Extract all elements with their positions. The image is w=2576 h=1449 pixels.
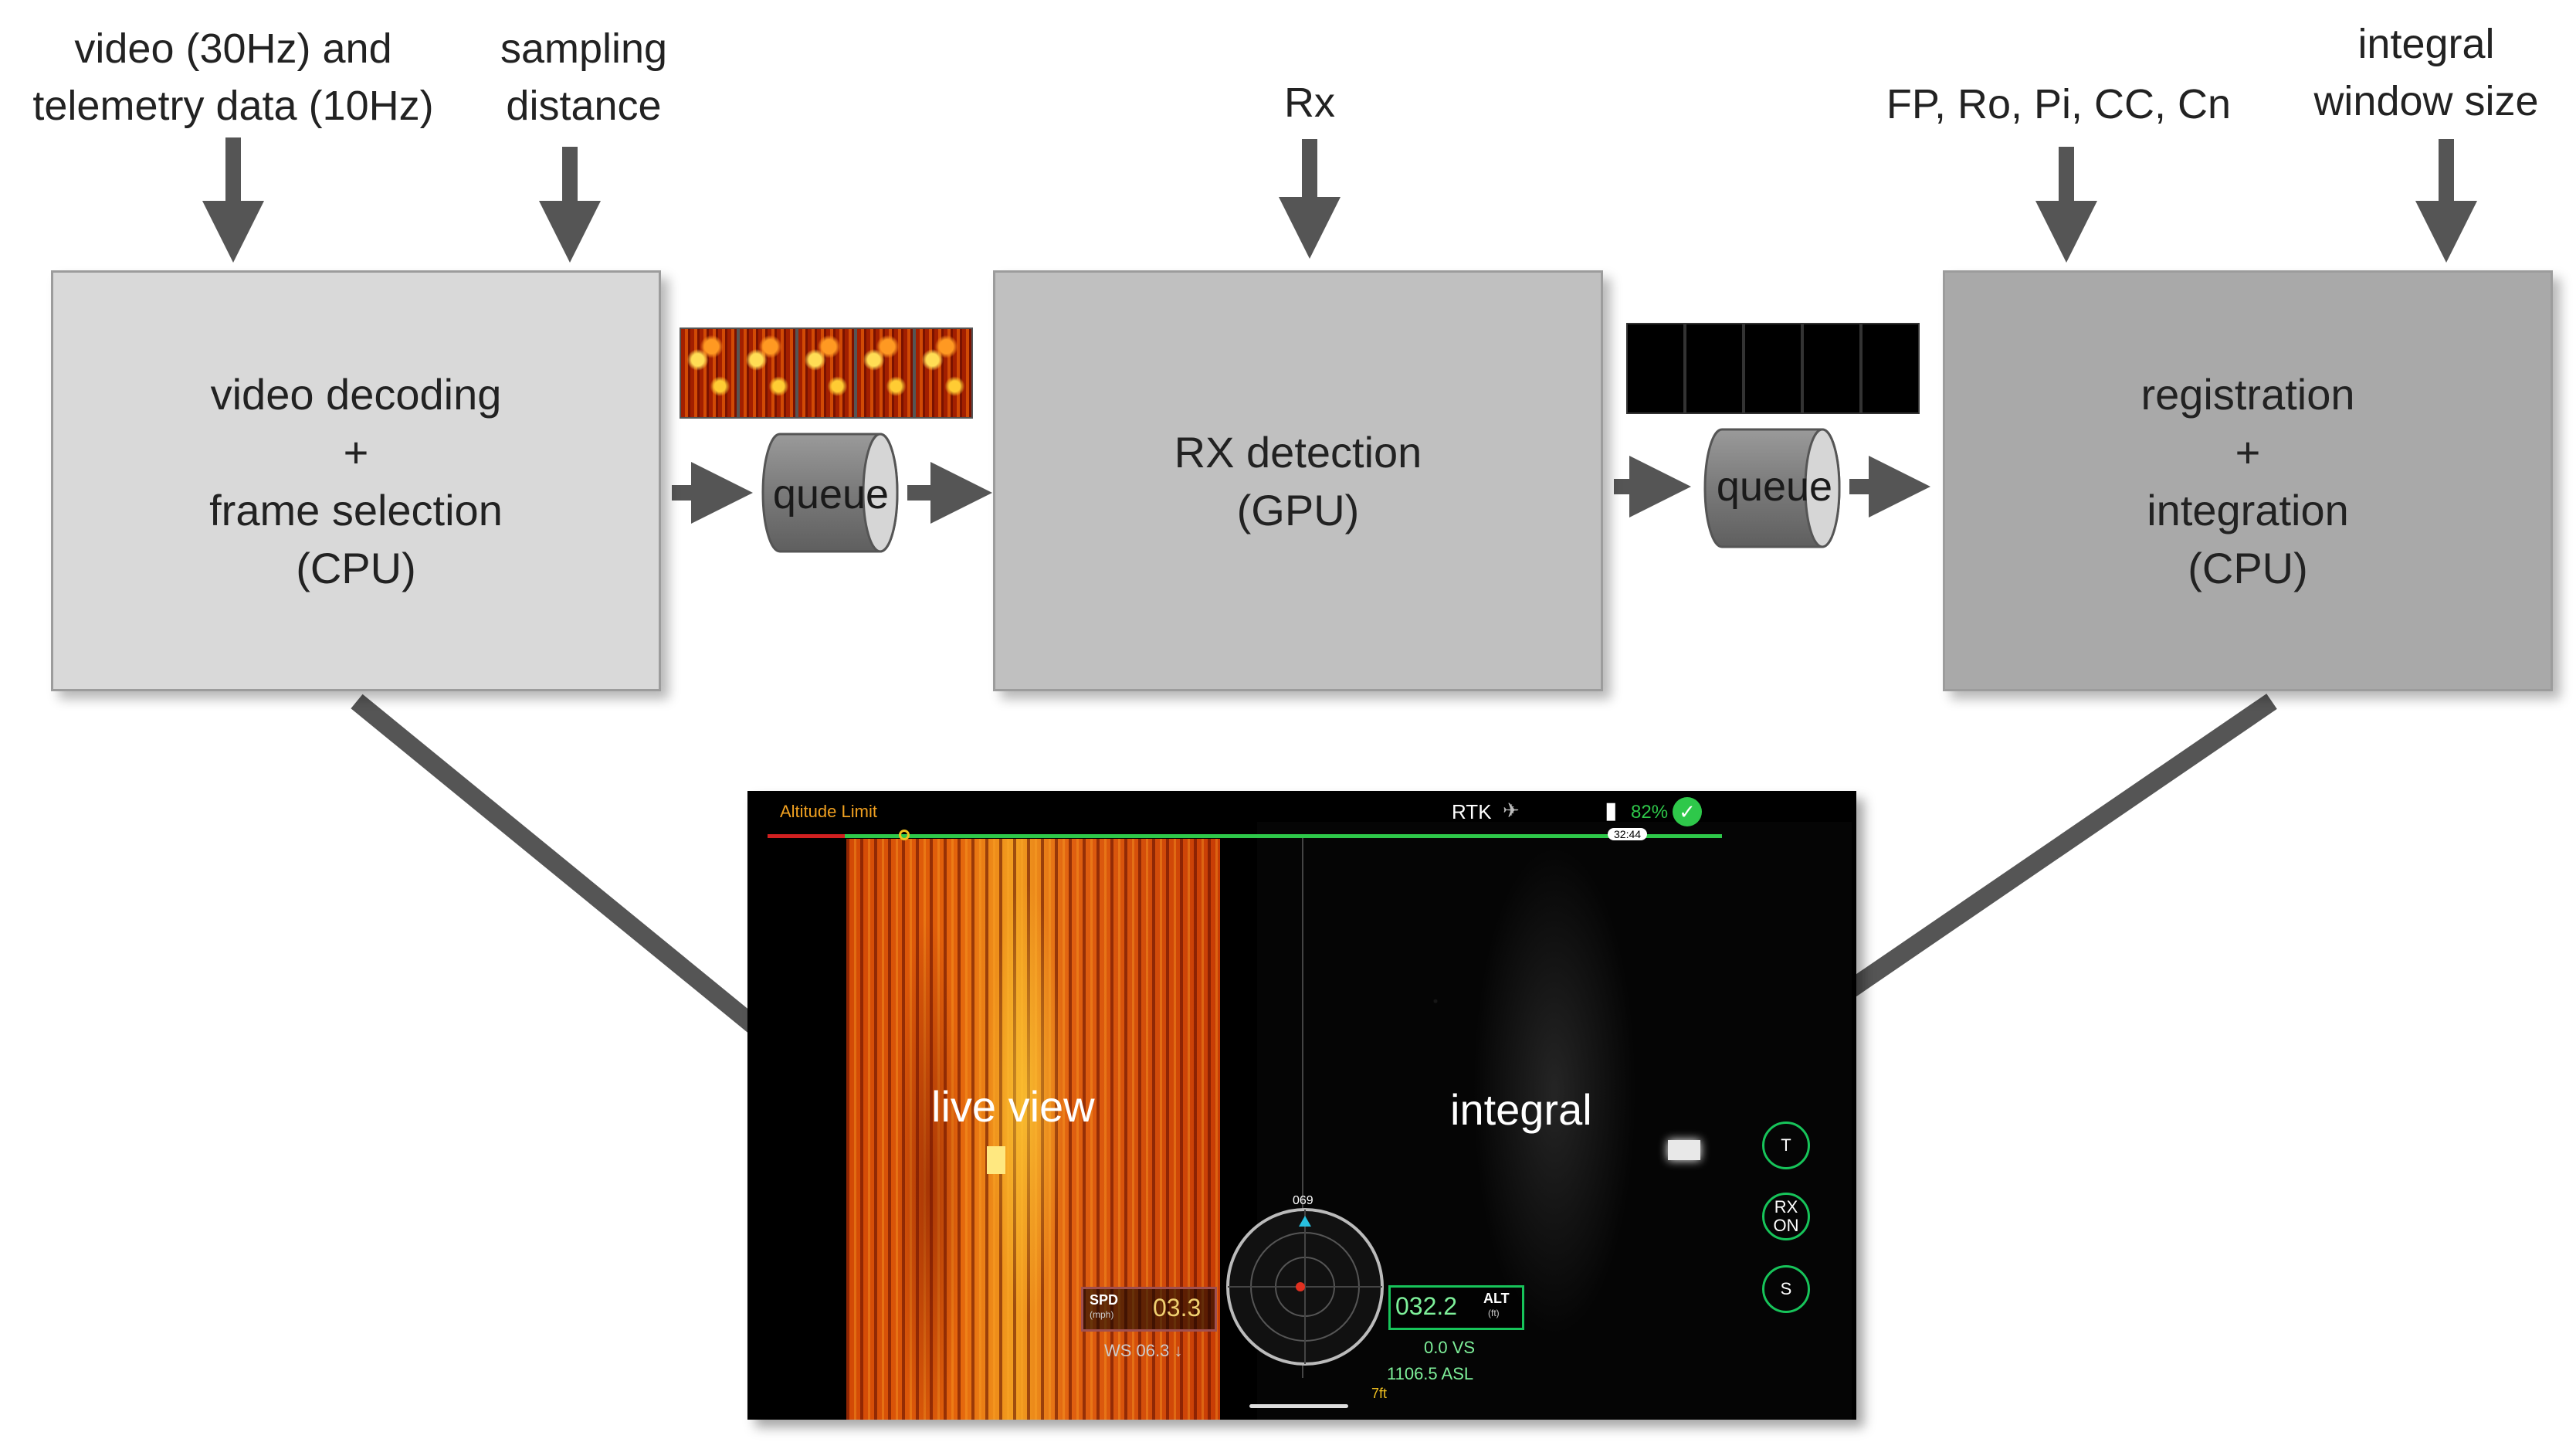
rx-frame: [1744, 323, 1802, 414]
video-decoding-line-1: video decoding: [210, 369, 502, 419]
integral-window-line-2: window size: [2313, 78, 2539, 124]
altitude-marker: [899, 830, 910, 840]
status-ok-icon[interactable]: ✓: [1673, 797, 1702, 826]
integral-window-line-1: integral: [2357, 21, 2495, 67]
alt-label: ALT: [1483, 1291, 1510, 1306]
s-button[interactable]: S: [1762, 1265, 1810, 1313]
rx-input-label: Rx: [1284, 80, 1335, 126]
spd-label: SPD: [1090, 1292, 1119, 1308]
sampling-distance-label: sampling distance: [500, 20, 667, 134]
integral-window-label: integral window size: [2313, 15, 2538, 130]
params-input-label: FP, Ro, Pi, CC, Cn: [1886, 81, 2232, 127]
alt-value: 032.2: [1395, 1292, 1458, 1320]
video-decoding-text: video decoding + frame selection (CPU): [209, 365, 503, 597]
wind-speed: WS 06.3 ↓: [1104, 1341, 1183, 1360]
registration-text: registration + integration (CPU): [2140, 365, 2354, 597]
rx-frame: [1626, 323, 1685, 414]
rx-detection-text: RX detection (GPU): [1174, 423, 1422, 539]
integral-target-spot: [1668, 1140, 1700, 1160]
video-telemetry-line-2: telemetry data (10Hz): [32, 83, 434, 129]
thermal-frames-strip: [680, 327, 973, 419]
thermal-frame: [856, 327, 914, 419]
rtk-text: RTK: [1452, 800, 1492, 823]
alt-unit: (ft): [1488, 1308, 1500, 1318]
registration-box: registration + integration (CPU): [1943, 270, 2553, 691]
rx-detection-box: RX detection (GPU): [993, 270, 1603, 691]
distance-value: 7ft: [1371, 1386, 1388, 1401]
rx-frame: [1861, 323, 1920, 414]
altitude-limit-text: Altitude Limit: [780, 802, 877, 821]
battery-icon: ▮: [1605, 798, 1618, 823]
video-telemetry-label: video (30Hz) and telemetry data (10Hz): [32, 20, 433, 134]
rx-frames-strip: [1626, 323, 1920, 414]
rx-on-button[interactable]: RX ON: [1762, 1193, 1810, 1240]
queue-label-1: queue: [772, 471, 890, 518]
spd-value: 03.3: [1153, 1294, 1202, 1322]
spd-unit: (mph): [1090, 1309, 1114, 1320]
thermal-frame: [914, 327, 973, 419]
home-indicator: [1249, 1404, 1348, 1408]
sampling-distance-line-1: sampling: [500, 25, 668, 72]
arrow-to-live-view: [351, 694, 832, 1090]
satellite-icon: ✈: [1503, 799, 1520, 822]
center-divider: [1302, 837, 1303, 1378]
video-telemetry-line-1: video (30Hz) and: [74, 25, 392, 72]
compass-widget: [1226, 1208, 1384, 1366]
vertical-speed: 0.0 VS: [1424, 1338, 1476, 1357]
registration-line-2: +: [2235, 427, 2261, 477]
video-decoding-box: video decoding + frame selection (CPU): [51, 270, 661, 691]
thermal-frame: [738, 327, 797, 419]
live-view-label: live view: [931, 1082, 1095, 1131]
registration-line-4: (CPU): [2188, 543, 2308, 592]
registration-line-3: integration: [2147, 485, 2349, 534]
altitude-readout: 032.2 ALT (ft): [1388, 1285, 1524, 1330]
video-decoding-line-2: +: [343, 427, 369, 477]
sampling-distance-line-2: distance: [506, 83, 662, 129]
rx-frame: [1685, 323, 1744, 414]
asl-altitude: 1106.5 ASL: [1387, 1364, 1474, 1383]
speed-readout: SPD (mph) 03.3: [1081, 1287, 1217, 1332]
queue-label-2: queue: [1716, 463, 1833, 510]
battery-percent: 82%: [1631, 802, 1669, 823]
registration-line-1: registration: [2140, 369, 2355, 419]
thermal-frame: [797, 327, 856, 419]
heading-value: 069: [1293, 1194, 1313, 1207]
integral-label: integral: [1450, 1085, 1592, 1134]
t-button[interactable]: T: [1762, 1122, 1810, 1169]
rx-frame: [1802, 323, 1861, 414]
drone-app-screenshot: Altitude Limit 32:44 RTK ✈ ▮ 82% ✓ live …: [747, 791, 1856, 1420]
thermal-frame: [680, 327, 738, 419]
live-target-spot: [987, 1146, 1005, 1174]
rx-on-line-1: RX: [1774, 1197, 1798, 1217]
altitude-bar-red: [768, 834, 845, 838]
rx-detection-line-1: RX detection: [1174, 427, 1422, 477]
video-decoding-line-3: frame selection: [209, 485, 503, 534]
rx-on-line-2: ON: [1773, 1216, 1799, 1235]
rx-detection-line-2: (GPU): [1236, 485, 1360, 534]
altitude-bar-green: [845, 834, 1722, 838]
video-decoding-line-4: (CPU): [296, 543, 416, 592]
flight-time-badge: 32:44: [1608, 828, 1648, 840]
